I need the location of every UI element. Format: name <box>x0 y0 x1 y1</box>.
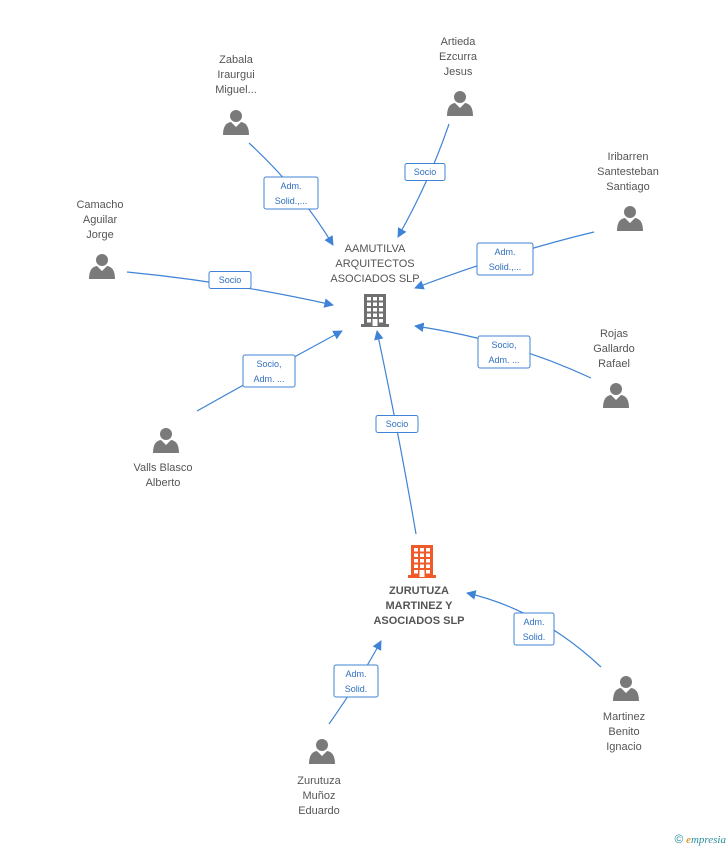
edge-role-text: Solid. <box>523 632 546 642</box>
edge-role-text: Solid. <box>345 684 368 694</box>
node-label: Santesteban <box>597 166 659 178</box>
brand-footer[interactable]: © empresia <box>674 832 726 846</box>
node-label: Jorge <box>86 229 114 241</box>
node-label: Ignacio <box>606 741 641 753</box>
node-label: Artieda <box>441 36 477 48</box>
node-label: Santiago <box>606 181 649 193</box>
person-icon <box>613 676 639 701</box>
edge-role-text: Socio <box>414 167 437 177</box>
person-icon <box>153 428 179 453</box>
edge-zurutuza-to-aamutilva[interactable]: Socio <box>374 330 419 535</box>
edge-artieda-to-aamutilva[interactable]: Socio <box>397 123 450 238</box>
edge-role-badge[interactable] <box>477 335 531 369</box>
company-node-aamutilva[interactable]: AAMUTILVA ARQUITECTOS ASOCIADOS SLP <box>330 243 420 327</box>
person-node-zabala[interactable]: ZabalaIraurguiMiguel... <box>215 54 257 135</box>
edge-role-text: Socio <box>219 275 242 285</box>
edge-rojas-to-aamutilva[interactable]: Socio, Adm. ... <box>414 322 592 379</box>
edge-role-badge[interactable] <box>513 612 555 646</box>
node-label: Valls Blasco <box>133 462 192 474</box>
edge-role-text: Socio <box>386 419 409 429</box>
node-label: Iribarren <box>608 151 649 163</box>
brand-initial: e <box>686 834 691 846</box>
edges-layer: Adm.Solid.,...SocioAdm.Solid.,...SocioSo… <box>126 123 602 725</box>
person-icon <box>309 739 335 764</box>
edge-role-text: Adm. <box>345 669 366 679</box>
edge-role-text: Solid.,... <box>489 262 522 272</box>
building-icon <box>361 294 389 327</box>
node-label: Rafael <box>598 358 630 370</box>
person-icon <box>447 91 473 116</box>
edge-role-text: Adm. ... <box>488 355 519 365</box>
edge-valls-to-aamutilva[interactable]: Socio, Adm. ... <box>196 330 343 412</box>
edge-role-badge[interactable] <box>263 176 319 210</box>
node-label: Ezcurra <box>439 51 478 63</box>
company-node-zurutuza[interactable]: ZURUTUZA MARTINEZ Y ASOCIADOS SLP <box>373 545 465 627</box>
edge-role-text: Solid.,... <box>275 196 308 206</box>
person-icon <box>89 254 115 279</box>
node-label: ARQUITECTOS <box>335 258 414 270</box>
node-label: Aguilar <box>83 214 118 226</box>
edge-line <box>374 330 417 535</box>
edge-role-text: Socio, <box>491 340 516 350</box>
person-icon <box>617 206 643 231</box>
node-label: Alberto <box>146 477 181 489</box>
node-label: ZURUTUZA <box>389 585 449 597</box>
edge-iribarren-to-aamutilva[interactable]: Adm. Solid.,... <box>414 231 595 290</box>
node-label: AAMUTILVA <box>345 243 406 255</box>
brand-name: mpresia <box>690 834 726 846</box>
node-label: Muñoz <box>302 790 335 802</box>
node-label: Zabala <box>219 54 254 66</box>
node-label: Eduardo <box>298 805 340 817</box>
node-label: Gallardo <box>593 343 635 355</box>
edge-martinez-to-zurutuza[interactable]: Adm. Solid. <box>466 590 602 668</box>
edge-role-text: Socio, <box>256 359 281 369</box>
edge-role-text: Adm. ... <box>253 374 284 384</box>
edge-role-badge[interactable] <box>476 242 534 276</box>
edge-role-badge[interactable] <box>242 354 296 388</box>
node-label: Martinez <box>603 711 645 723</box>
node-label: Jesus <box>444 66 473 78</box>
edge-zabala-to-aamutilva[interactable]: Adm. Solid.,... <box>248 142 334 246</box>
edge-role-badge[interactable] <box>375 415 419 433</box>
node-label: Miguel... <box>215 84 257 96</box>
edge-role-text: Adm. <box>280 181 301 191</box>
edge-camacho-to-aamutilva[interactable]: Socio <box>126 271 334 308</box>
edge-role-badge[interactable] <box>404 163 446 181</box>
person-icon <box>223 110 249 135</box>
edge-role-badge[interactable] <box>208 271 252 289</box>
edge-role-badge[interactable] <box>333 664 379 698</box>
copyright-symbol: © <box>674 832 684 846</box>
node-label: Rojas <box>600 328 629 340</box>
node-label: ASOCIADOS SLP <box>330 273 419 285</box>
edge-role-text: Adm. <box>494 247 515 257</box>
building-icon <box>408 545 436 578</box>
edge-role-text: Adm. <box>523 617 544 627</box>
node-label: ASOCIADOS SLP <box>373 615 464 627</box>
node-label: Camacho <box>76 199 123 211</box>
node-label: Benito <box>608 726 639 738</box>
node-label: Zurutuza <box>297 775 341 787</box>
node-label: Iraurgui <box>217 69 254 81</box>
person-icon <box>603 383 629 408</box>
node-label: MARTINEZ Y <box>385 600 453 612</box>
edge-zurutuza_p-to-zurutuza[interactable]: Adm. Solid. <box>328 640 382 725</box>
